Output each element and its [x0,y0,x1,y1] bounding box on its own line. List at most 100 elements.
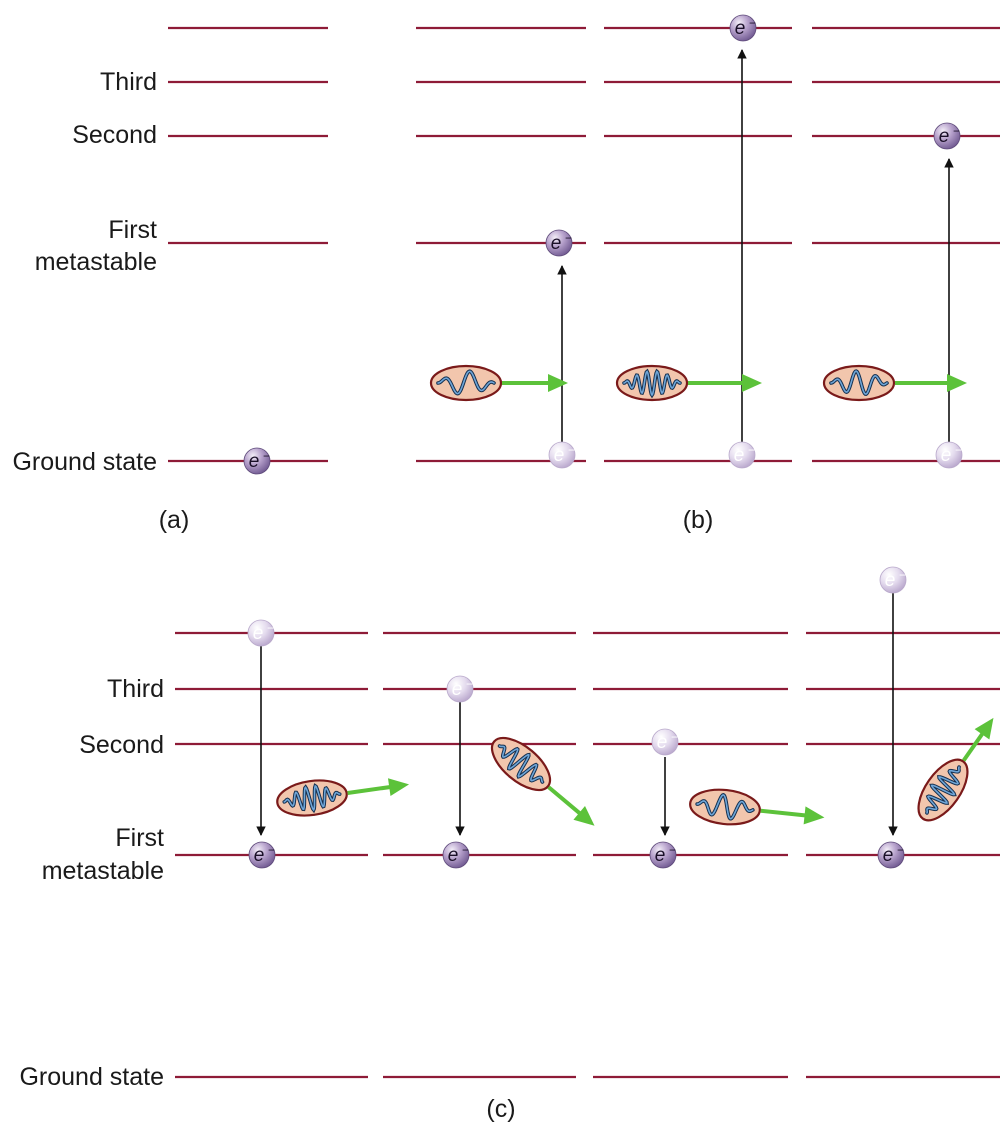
wave [696,794,754,820]
panel-c-levels [175,631,1000,1079]
photon-envelope [615,364,689,402]
electron-ball [879,566,907,594]
electron-charge: − [568,443,575,457]
electron-b1-first-metastable: e− [545,229,573,257]
photon-envelope [490,736,552,792]
wave [437,370,495,395]
electron-c1-first-metastable: e− [248,841,276,869]
electron-charge: − [748,443,755,457]
electron-b1-ghost: e− [548,441,576,469]
panel-a-levels [168,26,328,463]
electron-ball [247,619,275,647]
label-first: First [108,216,157,244]
electron-c2-ghost: e− [446,675,474,703]
electron-ball [248,841,276,869]
panel-c-labels: Third Second First metastable Ground sta… [19,675,515,1123]
photon-b2 [615,364,762,402]
electron-c2-first-metastable: e− [442,841,470,869]
photon-c1 [276,778,410,817]
wave [283,784,341,812]
electron-c3-first-metastable: e− [649,841,677,869]
photon-arrowhead [548,374,568,392]
electron-ball [877,841,905,869]
electron-charge: − [955,443,962,457]
panel-a-labels: Third Second First metastable Ground sta… [12,68,713,534]
wave [926,766,960,814]
photon-arrowhead [803,806,825,825]
electron-ball [935,441,963,469]
electron-charge: − [669,843,676,857]
electron-charge: − [953,124,960,138]
photon-direction-arrow [760,808,809,818]
electron-charge: − [749,16,756,30]
label-c-metastable: metastable [42,857,164,885]
electron-charge: − [268,843,275,857]
electron-ball [933,122,961,150]
electron-symbol: e [452,679,463,700]
electron-symbol: e [885,570,896,591]
photon-direction-arrow [547,785,584,817]
photon-group [276,364,994,826]
panel-a-caption: (a) [159,506,190,534]
photon-arrowhead [974,717,994,740]
label-third: Third [100,68,157,96]
electron-a-ground: e− [243,447,271,475]
label-c-first: First [115,824,164,852]
photon-b1 [429,364,568,402]
electron-c4-ghost: e− [879,566,907,594]
panel-c-decay-arrows [256,593,898,836]
electron-symbol: e [941,445,952,466]
photon-envelope [689,788,761,826]
electron-symbol: e [735,18,746,39]
photon-c3 [689,788,825,826]
panel-b-caption: (b) [683,506,714,534]
electron-ball [446,675,474,703]
electron-charge: − [466,677,473,691]
electron-b3-second: e− [933,122,961,150]
electron-ball [651,728,679,756]
electron-symbol: e [554,445,565,466]
photon-c2 [490,736,595,826]
electron-group: e−e−e−e−e−e−e−e−e−e−e−e−e−e−e− [243,14,963,869]
electron-charge: − [565,231,572,245]
electron-c3-ghost: e− [651,728,679,756]
label-c-third: Third [107,675,164,703]
electron-b2-ghost: e− [728,441,756,469]
panel-c-caption: (c) [486,1095,515,1123]
wave [623,370,681,397]
photon-arrowhead [387,778,410,797]
electron-symbol: e [655,845,666,866]
label-c-ground-state: Ground state [19,1063,164,1091]
electron-ball [649,841,677,869]
photon-arrowhead [742,374,762,392]
photon-direction-arrow [347,784,394,795]
label-c-second: Second [79,731,164,759]
electron-charge: − [899,568,906,582]
electron-symbol: e [657,732,668,753]
electron-symbol: e [734,445,745,466]
electron-charge: − [671,730,678,744]
label-ground-state: Ground state [12,448,157,476]
photon-c4 [917,717,994,822]
photon-b3 [822,364,967,402]
electron-symbol: e [448,845,459,866]
wave [830,370,888,395]
electron-symbol: e [883,845,894,866]
electron-charge: − [462,843,469,857]
photon-direction-arrow [962,729,986,762]
electron-ball [548,441,576,469]
photon-envelope [276,779,348,817]
electron-symbol: e [939,126,950,147]
electron-symbol: e [253,623,264,644]
electron-b2-top: e− [729,14,757,42]
electron-b3-ghost: e− [935,441,963,469]
electron-ball [243,447,271,475]
electron-ball [728,441,756,469]
electron-c1-ghost: e− [247,619,275,647]
electron-symbol: e [249,451,260,472]
electron-charge: − [267,621,274,635]
electron-charge: − [897,843,904,857]
electron-symbol: e [551,233,562,254]
wave [498,745,544,783]
